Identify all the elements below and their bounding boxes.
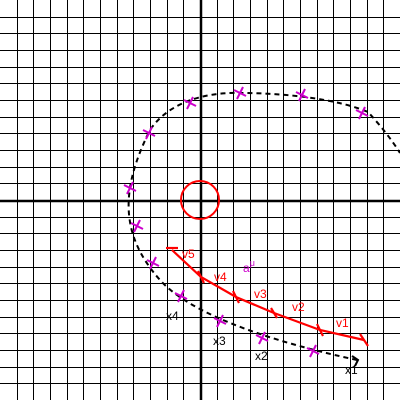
label-v3: v3 xyxy=(254,287,267,301)
vector-tick xyxy=(316,323,324,337)
vector-path xyxy=(171,249,365,342)
label-v4: v4 xyxy=(214,270,227,284)
label-x3: x3 xyxy=(213,334,226,348)
label-v5: v5 xyxy=(182,247,195,261)
label-v2: v2 xyxy=(292,300,305,314)
label-acceleration: aμ xyxy=(243,258,255,275)
label-acceleration-superscript: μ xyxy=(250,258,255,268)
sample-points xyxy=(123,86,369,358)
vector-tick xyxy=(270,307,278,319)
sample-point-marker xyxy=(255,331,269,345)
label-acceleration-base: a xyxy=(243,261,250,275)
vector-tick xyxy=(359,333,369,347)
vector-ticks xyxy=(166,246,369,347)
label-x1: x1 xyxy=(345,363,358,377)
sample-point-marker xyxy=(295,88,309,102)
sample-point-marker xyxy=(183,96,197,110)
trajectory-end-tick xyxy=(351,355,360,367)
label-v1: v1 xyxy=(336,316,349,330)
vector-tick xyxy=(197,270,205,284)
label-x4: x4 xyxy=(166,309,179,323)
sample-point-marker xyxy=(146,256,160,270)
label-x2: x2 xyxy=(255,349,268,363)
sample-point-marker xyxy=(233,86,247,100)
sample-point-marker xyxy=(174,289,188,303)
sample-point-marker xyxy=(142,126,156,140)
vector-tick xyxy=(232,290,240,304)
sample-point-marker xyxy=(130,219,144,233)
sample-point-marker xyxy=(213,314,227,328)
sample-point-marker xyxy=(355,106,369,120)
central-circle xyxy=(180,180,220,220)
sample-point-marker xyxy=(123,181,137,195)
sample-point-marker xyxy=(306,344,320,358)
